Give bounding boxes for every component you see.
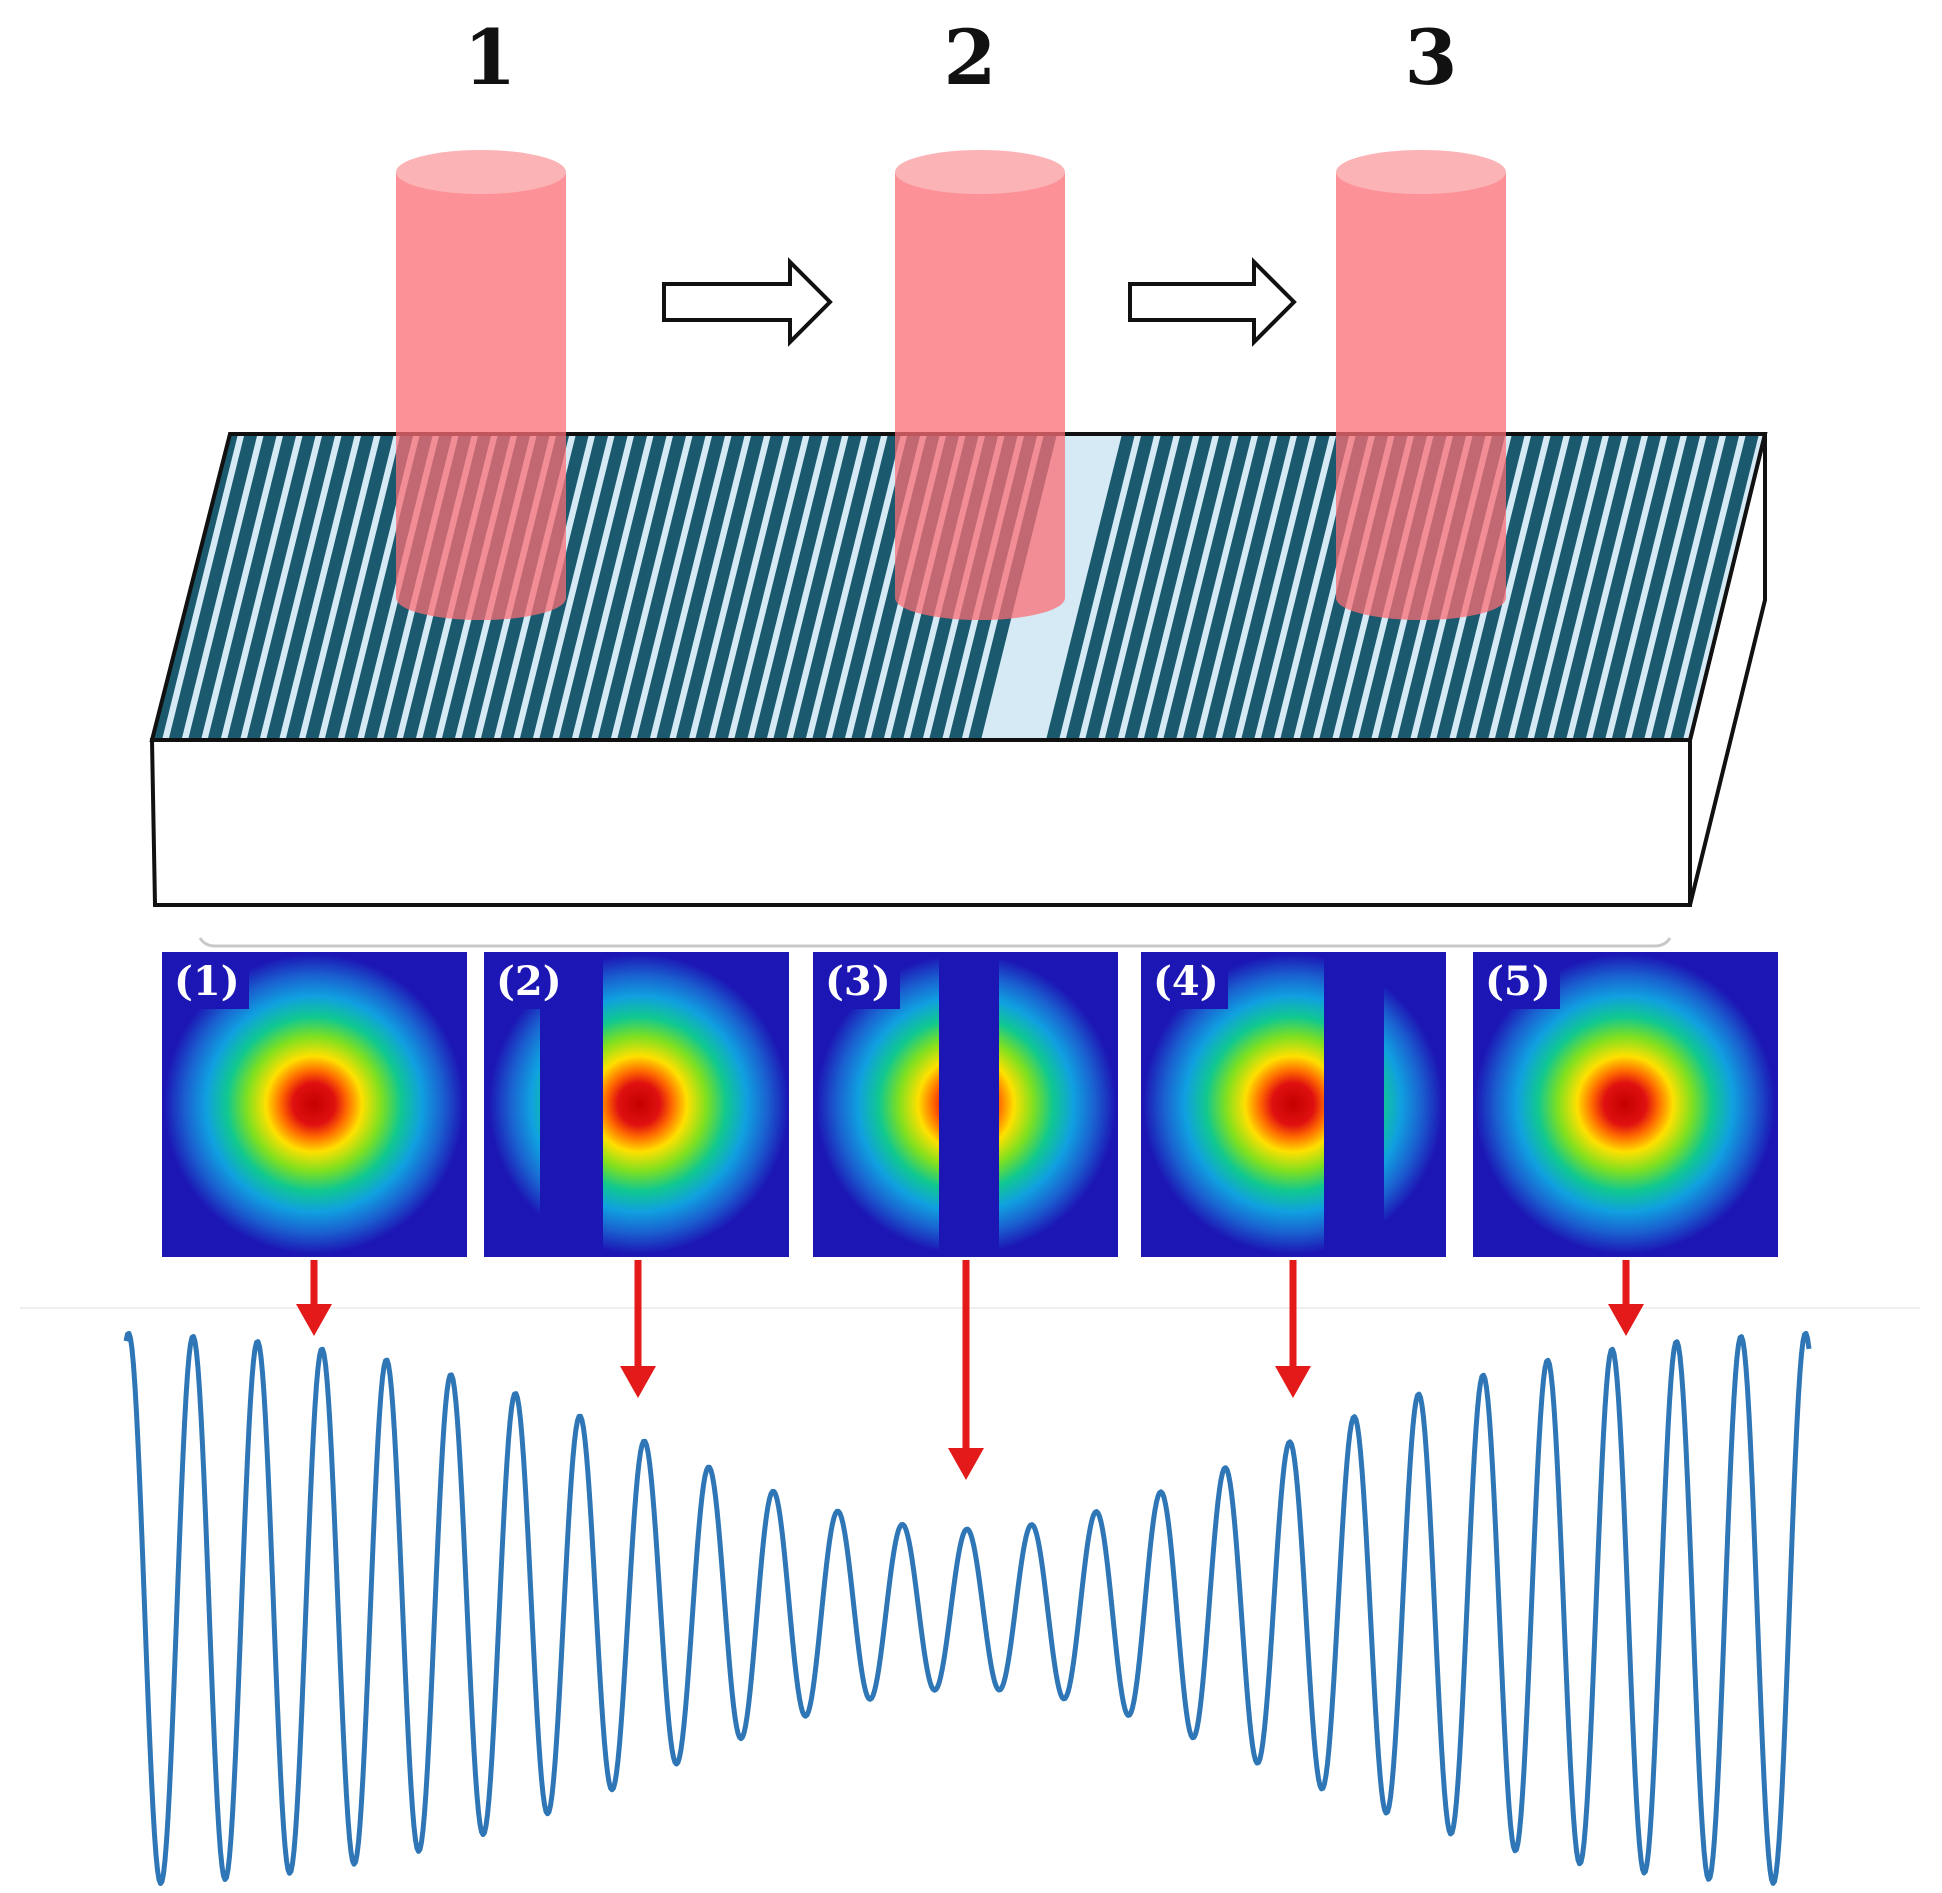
grating-stripe — [1124, 434, 1213, 740]
pointer-head — [1608, 1304, 1644, 1336]
laser-beams — [396, 150, 1506, 620]
grating-stripe — [1514, 434, 1603, 740]
grating-stripe — [558, 434, 648, 740]
grating-stripe — [1241, 434, 1330, 740]
grating-stripe — [324, 434, 414, 740]
panel-label: (3) — [816, 955, 900, 1009]
grating-stripe — [1494, 434, 1584, 740]
grating-stripe — [695, 434, 784, 740]
pointer-head — [948, 1448, 984, 1480]
grating-stripe — [1592, 434, 1681, 740]
grating-stripe — [266, 434, 355, 740]
grating-stripe — [1221, 434, 1311, 740]
grating-stripe — [1104, 434, 1194, 740]
grating-stripe — [792, 434, 882, 740]
grating-stripe — [305, 434, 394, 740]
pointer-head — [1275, 1366, 1311, 1398]
grating-stripe — [1670, 434, 1759, 740]
grating-stripe — [188, 434, 277, 740]
grating-stripe — [1650, 434, 1740, 740]
beam-top-cap — [1336, 150, 1506, 194]
grating-stripe — [1046, 434, 1135, 740]
grating-stripe — [734, 434, 823, 740]
pointer-head — [296, 1304, 332, 1336]
grating-stripe — [1768, 434, 1857, 740]
grating-stripe — [246, 434, 336, 740]
beam-body — [895, 172, 1065, 620]
grating-stripe — [714, 434, 804, 740]
grating-stripe — [168, 434, 258, 740]
laser-beam-3 — [1336, 150, 1506, 620]
grating-stripe — [578, 434, 667, 740]
position-label-2: 2 — [943, 13, 997, 102]
grating-stripe — [1182, 434, 1272, 740]
grating-stripe — [1085, 434, 1174, 740]
panel-label: (4) — [1144, 955, 1228, 1009]
grating-stripe — [636, 434, 726, 740]
laser-beam-1 — [396, 150, 566, 620]
grating-stripe — [812, 434, 901, 740]
panel-label: (2) — [487, 955, 571, 1009]
beam-spot-image — [1141, 952, 1446, 1257]
signal-waveform — [123, 1330, 1812, 1886]
grating-stripe — [1143, 434, 1233, 740]
substrate-block — [149, 433, 1767, 907]
beam-body — [1336, 172, 1506, 620]
pointer-arrow-1 — [296, 1260, 332, 1336]
grating-stripe — [617, 434, 706, 740]
grating-stripe — [207, 434, 297, 740]
beam-profile-panel-1: (1) — [162, 952, 467, 1257]
pointer-head — [620, 1366, 656, 1398]
pointer-arrow-5 — [1608, 1260, 1644, 1336]
grating-stripe — [773, 434, 862, 740]
grating-stripe — [285, 434, 375, 740]
beam-profile-panel-5: (5) — [1473, 952, 1778, 1257]
grating-stripe — [1553, 434, 1642, 740]
grating-stripe — [1065, 434, 1155, 740]
pointer-arrow-3 — [948, 1260, 984, 1480]
pointer-arrows — [296, 1260, 1644, 1480]
panel-label: (1) — [165, 955, 249, 1009]
panel-label: (5) — [1476, 955, 1560, 1009]
beam-profile-panel-3: (3) — [813, 952, 1118, 1257]
beam-spot-image — [162, 952, 467, 1257]
grating-stripe — [1163, 434, 1252, 740]
grating-stripe — [753, 434, 843, 740]
beam-top-cap — [396, 150, 566, 194]
grating-stripe — [539, 434, 628, 740]
grating-stripe — [1631, 434, 1720, 740]
grating-stripe — [1611, 434, 1701, 740]
scan-direction-arrow-2 — [1128, 257, 1297, 347]
position-label-1: 1 — [463, 13, 517, 102]
pointer-arrow-2 — [620, 1260, 656, 1398]
grating-stripe — [675, 434, 765, 740]
grating-stripe — [1572, 434, 1662, 740]
beam-top-cap — [895, 150, 1065, 194]
grating-stripe — [1533, 434, 1623, 740]
beam-profile-panel-4: (4) — [1141, 952, 1446, 1257]
grating-stripe — [1202, 434, 1291, 740]
laser-beam-2 — [895, 150, 1065, 620]
grating-stripe — [1475, 434, 1564, 740]
pointer-arrow-4 — [1275, 1260, 1311, 1398]
section-bracket — [198, 937, 1672, 948]
position-label-3: 3 — [1404, 13, 1458, 102]
grating-stripe — [597, 434, 687, 740]
grating-stripe — [656, 434, 745, 740]
scan-direction-arrow-1 — [662, 257, 833, 347]
grating-stripe — [1260, 434, 1350, 740]
beam-profile-panel-2: (2) — [484, 952, 789, 1257]
beam-body — [396, 172, 566, 620]
grating-stripe — [227, 434, 316, 740]
